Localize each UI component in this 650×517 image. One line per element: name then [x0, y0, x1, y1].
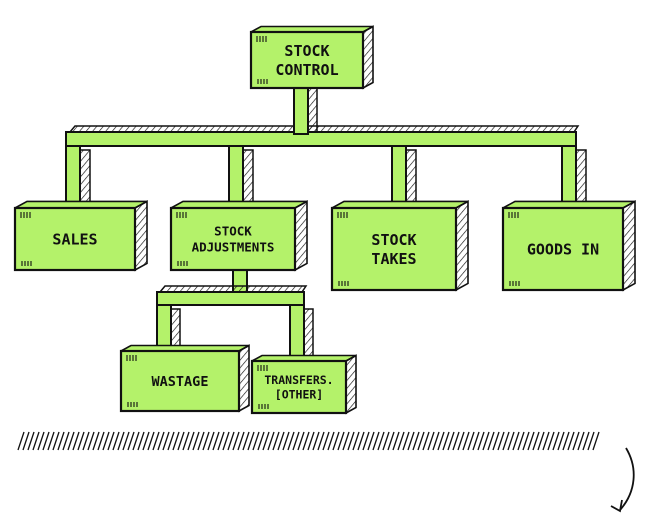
- node-sales: SALES: [13, 200, 148, 272]
- main-bus: [65, 131, 577, 147]
- node-takes-side-face: [455, 200, 469, 292]
- drop-adjustments: [228, 145, 254, 209]
- drop-takes: [391, 145, 417, 209]
- node-root-front: [249, 30, 365, 90]
- node-goods-in: GOODS IN: [501, 200, 636, 292]
- drop-transfers: [289, 304, 314, 362]
- node-wastage: WASTAGE: [119, 344, 250, 413]
- node-sales-label-line-1: SALES: [52, 230, 97, 248]
- node-sales-sketch-marks: [20, 212, 32, 266]
- curved-arrow-icon: [610, 447, 635, 513]
- node-root-label-line-2: CONTROL: [275, 61, 338, 79]
- node-wastage-sketch-marks: [126, 355, 138, 407]
- root-trunk: [293, 87, 309, 135]
- node-takes-sketch-marks: [337, 212, 349, 286]
- node-takes-front: [330, 206, 458, 292]
- connector-lines: [65, 87, 587, 362]
- node-wastage-front: [119, 349, 241, 413]
- drop-wastage: [156, 304, 181, 352]
- node-transfers-sketch-marks: [257, 365, 269, 409]
- node-goods-in-sketch-marks: [508, 212, 520, 286]
- node-adjustments-front: [169, 206, 297, 272]
- node-root-side-face: [362, 25, 374, 90]
- node-transfers-side-face: [345, 354, 357, 415]
- node-wastage-side-face: [238, 344, 250, 413]
- drop-sales: [65, 145, 91, 209]
- node-transfers: TRANSFERS.[OTHER]: [250, 354, 357, 415]
- node-goods-in-side-face: [622, 200, 636, 292]
- node-root-sketch-marks: [256, 36, 268, 84]
- node-adjustments-label-line-1: STOCK: [214, 224, 252, 239]
- node-root-label-line-1: STOCK: [284, 42, 329, 60]
- node-adjustments-label-line-2: ADJUSTMENTS: [192, 239, 275, 254]
- node-transfers-label-line-2: [OTHER]: [275, 387, 323, 401]
- node-takes-label-line-2: TAKES: [371, 250, 416, 268]
- sub-bus: [156, 291, 305, 306]
- node-adjustments-side-face: [294, 200, 308, 272]
- node-wastage-label-line-1: WASTAGE: [152, 374, 209, 390]
- drop-goods-in: [561, 145, 587, 209]
- node-takes-label-line-1: STOCK: [371, 231, 416, 249]
- hatched-ground-line: [17, 431, 600, 451]
- node-sales-side-face: [134, 200, 148, 272]
- root-trunk-side: [307, 87, 318, 133]
- node-goods-in-front: [501, 206, 625, 292]
- node-goods-in-label-line-1: GOODS IN: [527, 240, 599, 258]
- node-transfers-label-line-1: TRANSFERS.: [264, 373, 333, 387]
- node-adjustments-sketch-marks: [176, 212, 188, 266]
- node-sales-front: [13, 206, 137, 272]
